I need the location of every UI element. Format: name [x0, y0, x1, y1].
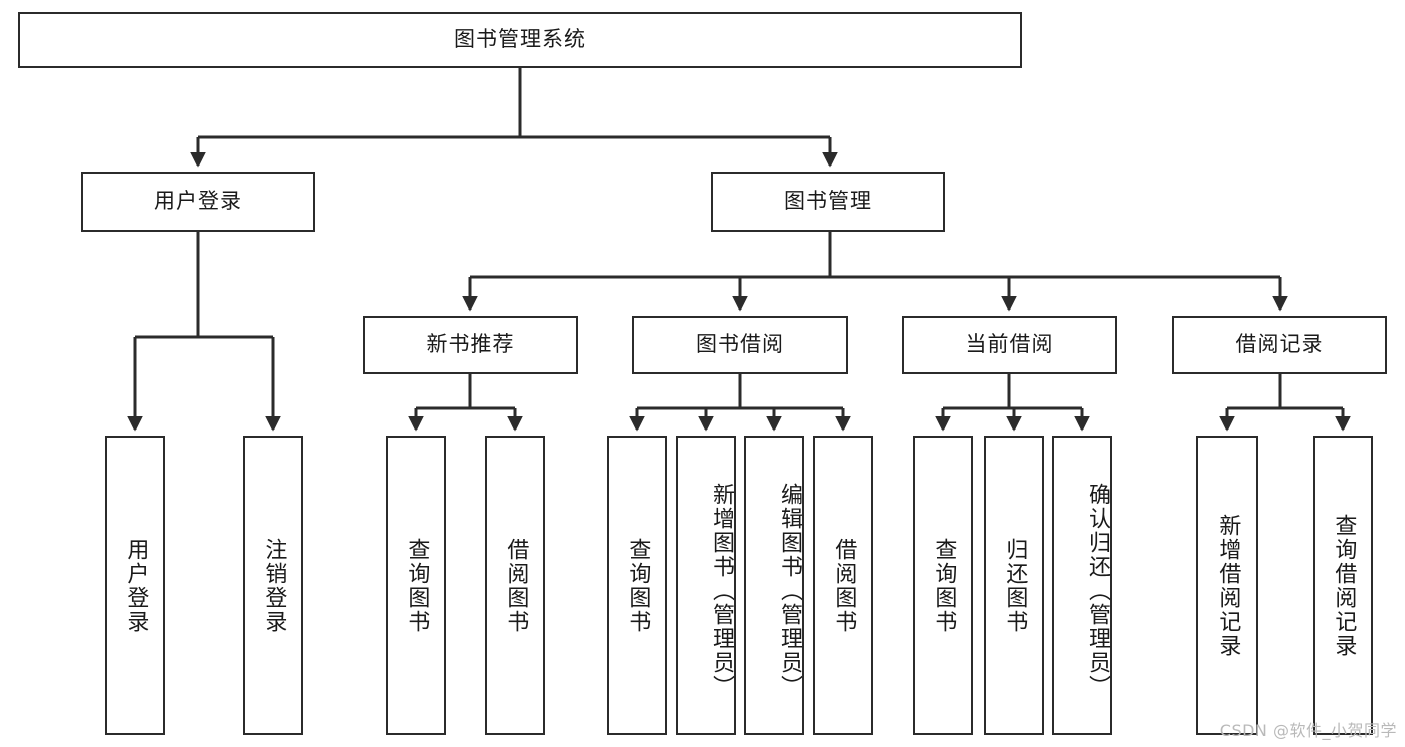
node-leaf-edit-book-label: 编辑图书（管理员） [777, 482, 802, 699]
node-leaf-user-login-label: 用户登录 [123, 537, 149, 634]
node-book-manage[interactable]: 图书管理 [711, 172, 945, 232]
node-borrow-record-label: 借阅记录 [1235, 332, 1324, 357]
node-leaf-borrow-book-rec-label: 借阅图书 [503, 537, 529, 634]
node-leaf-add-record[interactable]: 新增借阅记录 [1196, 436, 1258, 735]
node-leaf-borrow-book-rec[interactable]: 借阅图书 [485, 436, 545, 735]
node-leaf-query-record[interactable]: 查询借阅记录 [1313, 436, 1373, 735]
node-leaf-logout-label: 注销登录 [261, 537, 287, 634]
node-borrow-record[interactable]: 借阅记录 [1172, 316, 1387, 374]
node-leaf-add-record-label: 新增借阅记录 [1215, 513, 1241, 658]
node-leaf-return-book-label: 归还图书 [1002, 537, 1028, 634]
node-leaf-query-book-bb[interactable]: 查询图书 [607, 436, 667, 735]
node-leaf-query-book-rec-label: 查询图书 [404, 537, 430, 634]
node-user-login-label: 用户登录 [154, 189, 242, 214]
node-leaf-borrow-book-bb[interactable]: 借阅图书 [813, 436, 873, 735]
node-leaf-user-login[interactable]: 用户登录 [105, 436, 165, 735]
node-leaf-confirm-return-label: 确认归还（管理员） [1085, 482, 1110, 699]
node-new-book-rec[interactable]: 新书推荐 [363, 316, 578, 374]
node-root[interactable]: 图书管理系统 [18, 12, 1022, 68]
node-leaf-query-book-bb-label: 查询图书 [625, 537, 651, 634]
node-leaf-query-book-cb[interactable]: 查询图书 [913, 436, 973, 735]
node-leaf-add-book-label: 新增图书（管理员） [709, 482, 734, 699]
node-current-borrow-label: 当前借阅 [965, 332, 1054, 357]
node-leaf-query-record-label: 查询借阅记录 [1331, 513, 1357, 658]
node-book-borrow[interactable]: 图书借阅 [632, 316, 848, 374]
node-leaf-edit-book[interactable]: 编辑图书（管理员） [744, 436, 804, 735]
node-new-book-rec-label: 新书推荐 [426, 332, 515, 357]
watermark-text: CSDN @软件_小贺同学 [1219, 721, 1397, 740]
node-leaf-query-book-cb-label: 查询图书 [931, 537, 957, 634]
node-leaf-logout[interactable]: 注销登录 [243, 436, 303, 735]
node-leaf-query-book-rec[interactable]: 查询图书 [386, 436, 446, 735]
node-book-borrow-label: 图书借阅 [696, 332, 784, 357]
node-user-login[interactable]: 用户登录 [81, 172, 315, 232]
node-leaf-borrow-book-bb-label: 借阅图书 [831, 537, 857, 634]
node-leaf-confirm-return[interactable]: 确认归还（管理员） [1052, 436, 1112, 735]
node-leaf-add-book[interactable]: 新增图书（管理员） [676, 436, 736, 735]
node-leaf-return-book[interactable]: 归还图书 [984, 436, 1044, 735]
node-current-borrow[interactable]: 当前借阅 [902, 316, 1117, 374]
node-book-manage-label: 图书管理 [784, 189, 872, 214]
node-root-label: 图书管理系统 [454, 27, 586, 52]
